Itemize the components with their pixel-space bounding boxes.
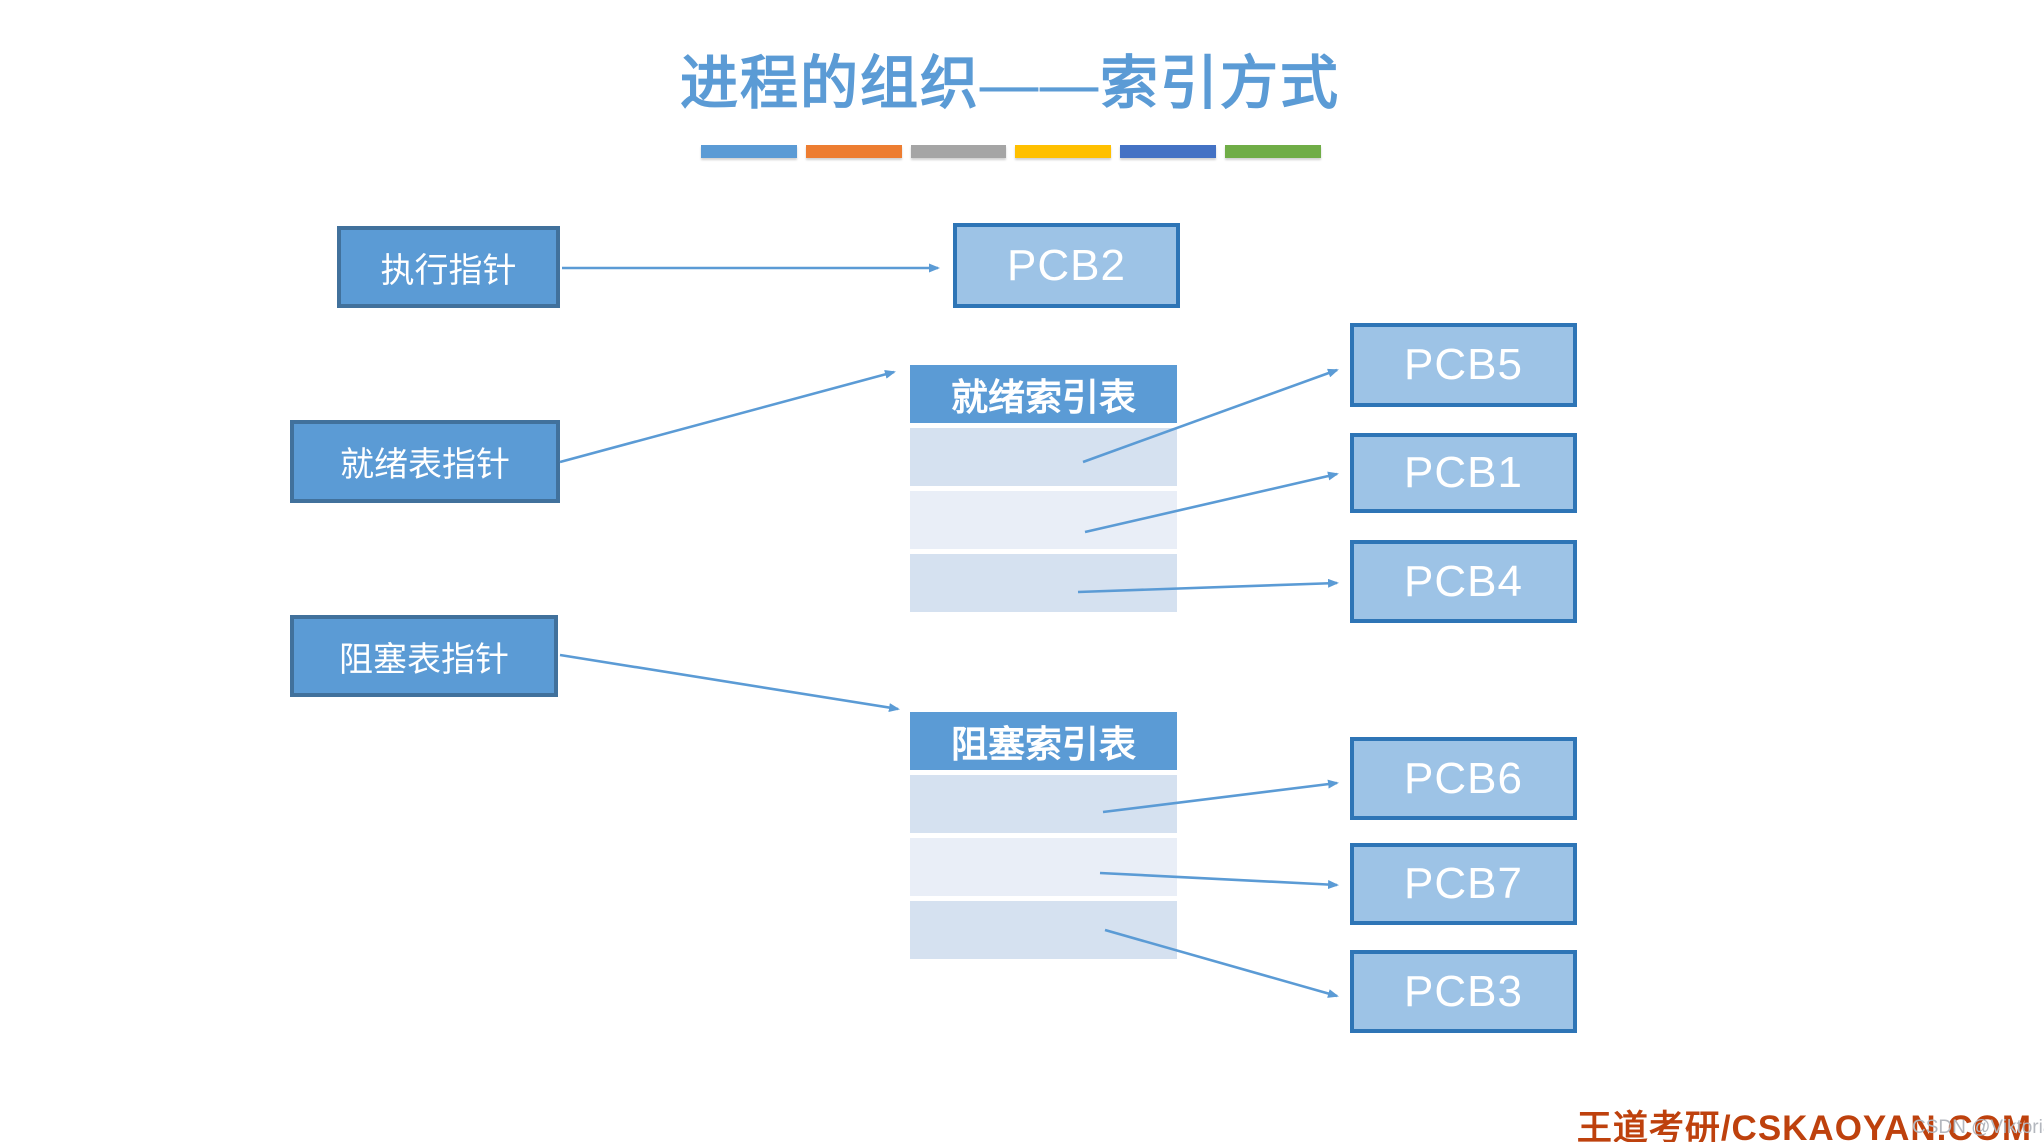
accent-bar-orange (805, 145, 902, 158)
accent-bar-green (1225, 145, 1321, 158)
accent-bar-dark-blue (1120, 145, 1217, 158)
pcb1-box: PCB1 (1350, 433, 1577, 513)
watermark-text: CSDN @Viktoriae (1912, 1117, 2044, 1138)
exec-pointer-label: 执行指针 (380, 252, 517, 290)
blocked-index-table-header: 阻塞索引表 (910, 712, 1177, 770)
ready-index-table-header: 就绪索引表 (910, 365, 1177, 423)
ready-pointer-label: 就绪表指针 (340, 447, 510, 484)
pcb3-box: PCB3 (1350, 950, 1577, 1033)
blocked-index-row-1 (910, 775, 1177, 833)
exec-pointer-box: 执行指针 (337, 226, 560, 308)
pcb4-box: PCB4 (1350, 540, 1577, 623)
pcb5-label: PCB5 (1404, 340, 1523, 389)
pcb4-label: PCB4 (1404, 556, 1523, 606)
ready-index-table-title: 就绪索引表 (951, 378, 1136, 419)
ready-index-row-2 (910, 491, 1177, 549)
pcb1-label: PCB1 (1404, 448, 1523, 497)
blocked-index-table-title: 阻塞索引表 (951, 725, 1136, 766)
arrow-blocked-ptr-to-table (559, 653, 900, 713)
blocked-pointer-label: 阻塞表指针 (339, 641, 509, 679)
title-accent-bars (701, 145, 1321, 158)
accent-bar-blue (701, 145, 797, 158)
blocked-pointer-box: 阻塞表指针 (290, 615, 558, 697)
page-title: 进程的组织——索引方式 (679, 51, 1340, 116)
pcb2-box: PCB2 (953, 223, 1180, 308)
pcb6-label: PCB6 (1404, 753, 1523, 803)
blocked-index-table: 阻塞索引表 (910, 712, 1177, 959)
accent-bar-gray (910, 145, 1007, 158)
pcb6-box: PCB6 (1350, 737, 1577, 820)
ready-index-row-3 (910, 554, 1177, 612)
pcb7-label: PCB7 (1404, 859, 1523, 908)
ready-index-row-1 (910, 428, 1177, 486)
arrow-ready-ptr-to-table (559, 369, 896, 464)
brand-text: 王道考研/CSKAOYAN.COM (1576, 1109, 2032, 1142)
pcb3-label: PCB3 (1404, 966, 1523, 1016)
accent-bar-yellow (1015, 145, 1112, 158)
pcb2-label: PCB2 (1007, 240, 1126, 290)
blocked-index-row-2 (910, 838, 1177, 896)
ready-pointer-box: 就绪表指针 (290, 420, 560, 503)
pcb5-box: PCB5 (1350, 323, 1577, 407)
pcb7-box: PCB7 (1350, 843, 1577, 925)
blocked-index-row-3 (910, 901, 1177, 959)
ready-index-table: 就绪索引表 (910, 365, 1177, 612)
